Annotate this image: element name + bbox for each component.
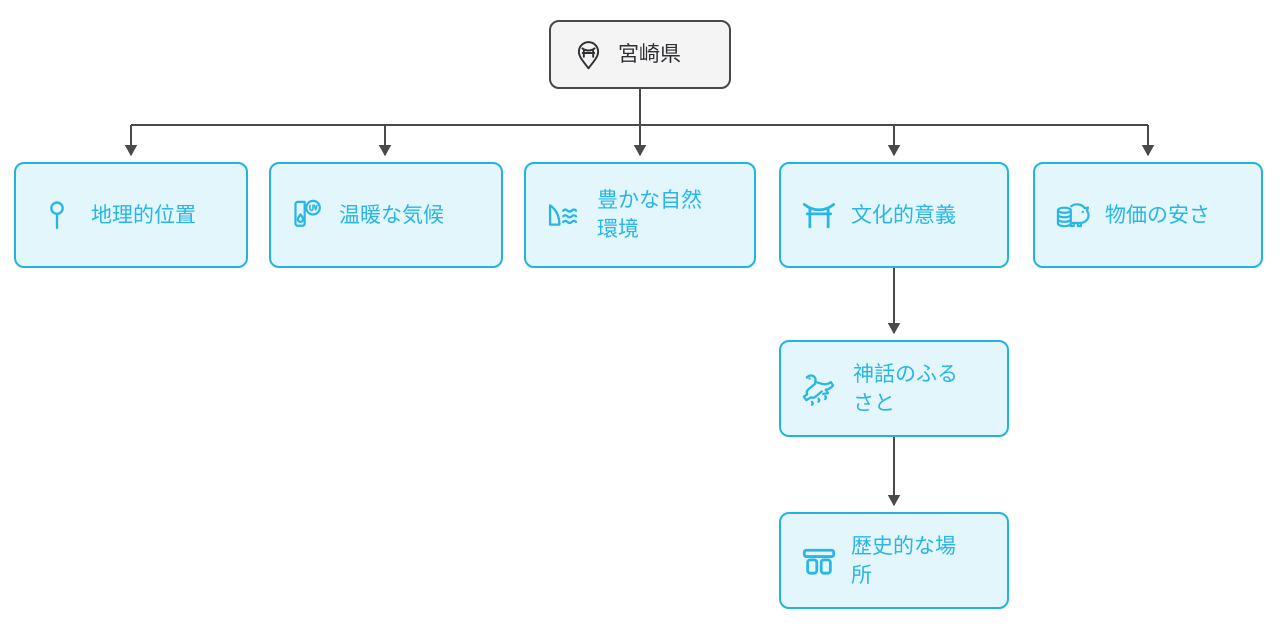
node-label: 文化的意義 bbox=[851, 202, 956, 227]
node-cultural-significance[interactable]: 文化的意義 bbox=[779, 162, 1009, 268]
node-label: 豊かな自然 環境 bbox=[597, 188, 702, 241]
piggy-bank-coins-icon bbox=[1055, 198, 1091, 232]
torii-pin-icon bbox=[572, 38, 605, 71]
node-label: 地理的位置 bbox=[91, 202, 196, 227]
thermometer-uv-icon bbox=[290, 198, 324, 232]
node-label: 温暖な気候 bbox=[339, 202, 444, 227]
mythical-creature-icon bbox=[799, 370, 839, 408]
node-label: 物価の安さ bbox=[1105, 202, 1210, 227]
map-pin-icon bbox=[42, 199, 72, 231]
node-geographic-location[interactable]: 地理的位置 bbox=[14, 162, 248, 268]
node-root[interactable]: 宮崎県 bbox=[549, 20, 731, 89]
node-low-prices[interactable]: 物価の安さ bbox=[1033, 162, 1263, 268]
node-warm-climate[interactable]: 温暖な気候 bbox=[269, 162, 503, 268]
node-label: 神話のふる さと bbox=[853, 361, 958, 415]
node-rich-nature[interactable]: 豊かな自然 環境 bbox=[524, 162, 756, 268]
torii-gate-icon bbox=[801, 198, 837, 232]
dam-water-icon bbox=[546, 198, 582, 232]
node-myth-hometown[interactable]: 神話のふる さと bbox=[779, 340, 1009, 437]
monument-icon bbox=[801, 544, 837, 578]
node-label: 歴史的な場 所 bbox=[851, 533, 956, 587]
node-root-label: 宮崎県 bbox=[618, 42, 681, 67]
node-historical-places[interactable]: 歴史的な場 所 bbox=[779, 512, 1009, 609]
